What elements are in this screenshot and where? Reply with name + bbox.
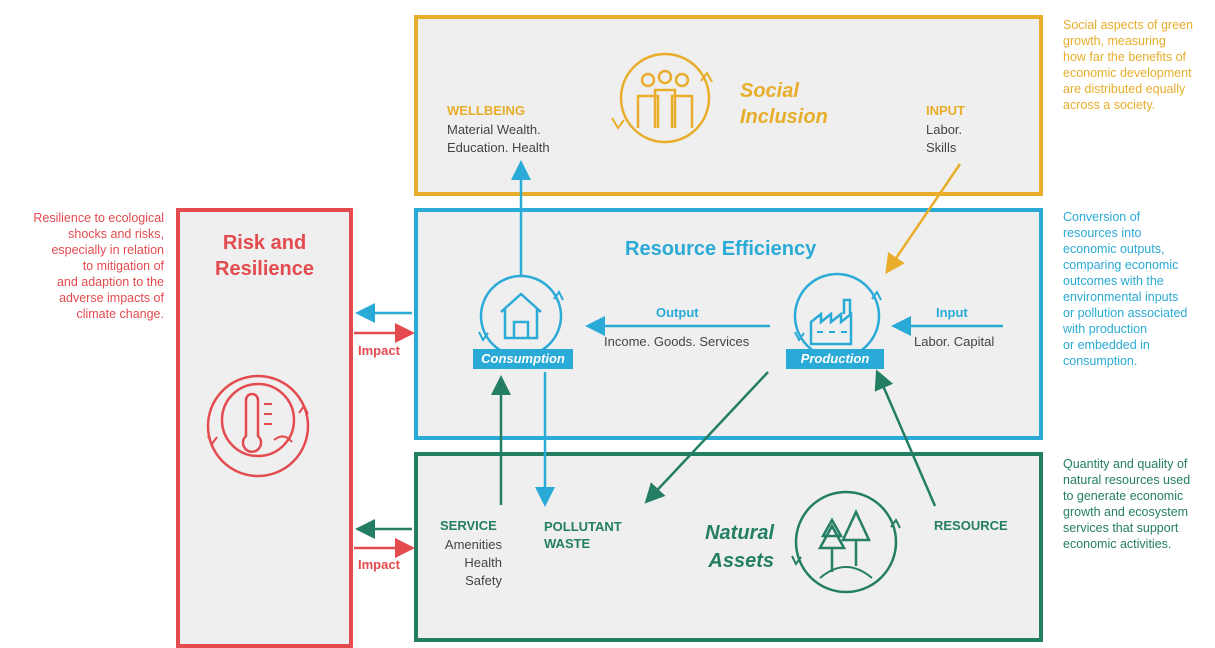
risk-description: Resilience to ecological shocks and risk… — [4, 210, 164, 322]
resource-desc-line: economic outputs, — [1063, 242, 1165, 256]
social-description: Social aspects of green growth, measurin… — [1063, 17, 1193, 113]
natural-title-line1: Natural — [705, 522, 774, 544]
resource-desc-line: resources into — [1063, 226, 1142, 240]
service-label: SERVICE — [440, 518, 497, 533]
pollutant-line1: POLLUTANT — [544, 519, 622, 534]
risk-title-line2: Resilience — [215, 258, 314, 280]
service-line1: Amenities — [444, 537, 502, 552]
natural-desc-line: to generate economic — [1063, 489, 1184, 503]
risk-desc-line: climate change. — [76, 307, 164, 321]
risk-desc-line: Resilience to ecological — [33, 211, 164, 225]
resource-desc-line: consumption. — [1063, 354, 1138, 368]
arrow-resource-to-production — [874, 369, 937, 507]
social-desc-line: are distributed equally — [1063, 82, 1186, 96]
resource-desc-line: outcomes with the — [1063, 274, 1164, 288]
natural-desc-line: economic activities. — [1063, 537, 1172, 551]
output-text: Income. Goods. Services — [604, 334, 750, 349]
arrow-input-to-production — [885, 163, 962, 275]
impact-bottom-label: Impact — [358, 557, 400, 572]
resource-desc-line: or embedded in — [1063, 338, 1150, 352]
social-input-line1: Labor. — [926, 122, 963, 137]
natural-desc-line: natural resources used — [1063, 473, 1191, 487]
input-text: Labor. Capital — [914, 334, 995, 349]
impact-top-label: Impact — [358, 343, 400, 358]
service-line3: Safety — [465, 573, 502, 588]
social-desc-line: growth, measuring — [1063, 34, 1166, 48]
production-label: Production — [786, 349, 884, 369]
resource-desc-line: Conversion of — [1063, 210, 1141, 224]
consumption-label: Consumption — [473, 349, 573, 369]
resource-efficiency-box — [414, 208, 1043, 440]
risk-desc-line: adverse impacts of — [59, 291, 164, 305]
social-desc-line: across a society. — [1063, 98, 1156, 112]
arrow-production-to-pollutant — [644, 371, 769, 504]
natural-description: Quantity and quality of natural resource… — [1063, 456, 1190, 552]
house-icon — [478, 274, 564, 358]
natural-title-line2: Assets — [708, 550, 774, 572]
social-desc-line: Social aspects of green — [1063, 18, 1193, 32]
pollutant-waste-label: POLLUTANT WASTE — [544, 518, 622, 552]
social-input-details: Labor. Skills — [926, 121, 962, 157]
wellbeing-line1: Material Wealth. — [447, 122, 541, 137]
resource-desc-line: or pollution associated — [1063, 306, 1188, 320]
social-desc-line: how far the benefits of — [1063, 50, 1186, 64]
output-label: Output — [656, 305, 699, 320]
wellbeing-label: WELLBEING — [447, 103, 525, 118]
resource-efficiency-title: Resource Efficiency — [625, 238, 817, 260]
social-input-line2: Skills — [926, 140, 957, 155]
resource-desc-line: with production — [1063, 322, 1148, 336]
pollutant-line2: WASTE — [544, 536, 591, 551]
risk-desc-line: shocks and risks, — [68, 227, 164, 241]
social-title-line2: Inclusion — [740, 106, 828, 128]
social-input-label: INPUT — [926, 103, 965, 118]
wellbeing-line2: Education. Health — [447, 140, 550, 155]
social-inclusion-title: Social Inclusion — [740, 78, 828, 130]
natural-desc-line: services that support — [1063, 521, 1179, 535]
wellbeing-details: Material Wealth. Education. Health — [447, 121, 550, 157]
risk-resilience-box — [176, 208, 353, 648]
service-line2: Health — [464, 555, 502, 570]
factory-icon — [793, 272, 882, 360]
risk-desc-line: to mitigation of — [82, 259, 164, 273]
input-label: Input — [936, 305, 968, 320]
risk-title-line1: Risk and — [222, 232, 307, 254]
risk-desc-line: and adaption to the — [56, 275, 164, 289]
natural-assets-title: Natural Assets — [698, 519, 774, 575]
resource-label: RESOURCE — [934, 518, 1008, 533]
resource-desc-line: environmental inputs — [1063, 290, 1179, 304]
people-icon — [611, 52, 713, 144]
planet-thermometer-icon — [206, 374, 310, 478]
trees-icon — [791, 490, 901, 594]
resource-desc-line: comparing economic — [1063, 258, 1179, 272]
natural-desc-line: Quantity and quality of — [1063, 457, 1188, 471]
natural-desc-line: growth and ecosystem — [1063, 505, 1189, 519]
service-details: Amenities Health Safety — [420, 536, 502, 590]
resource-description: Conversion of resources into economic ou… — [1063, 209, 1187, 369]
social-title-line1: Social — [740, 80, 799, 102]
social-desc-line: economic development — [1063, 66, 1192, 80]
risk-resilience-title: Risk and Resilience — [176, 230, 353, 282]
risk-desc-line: especially in relation — [51, 243, 164, 257]
